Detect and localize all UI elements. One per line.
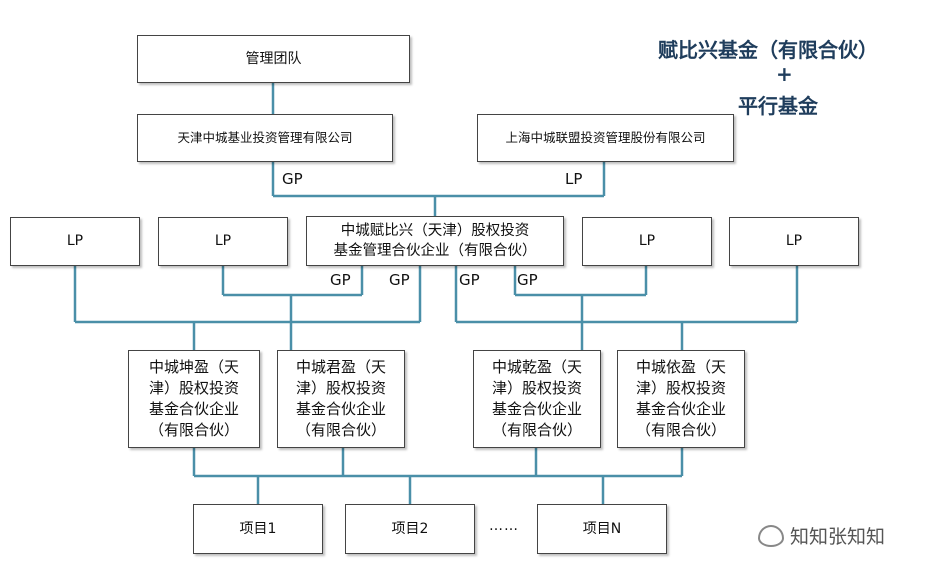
lp-node-2: LP — [158, 217, 288, 266]
edge-label-gp-4: GP — [517, 271, 538, 289]
edge-label-gp-1: GP — [330, 271, 351, 289]
project-n-node: 项目N — [537, 504, 667, 554]
watermark-text: 知知张知知 — [790, 526, 886, 548]
diagram-title-plus: + — [776, 62, 793, 86]
diagram-title-line1: 赋比兴基金（有限合伙） — [658, 38, 878, 62]
management-team-node: 管理团队 — [137, 35, 410, 83]
fund-kunying-node: 中城坤盈（天 津）股权投资 基金合伙企业 （有限合伙） — [128, 350, 260, 448]
project-1-node: 项目1 — [193, 504, 323, 554]
projects-ellipsis: …… — [489, 518, 519, 534]
tianjin-manager-node: 天津中城基业投资管理有限公司 — [137, 114, 393, 162]
chat-bubble-icon — [758, 524, 784, 547]
edge-label-gp-2: GP — [389, 271, 410, 289]
edge-label-gp-tianjin: GP — [282, 170, 303, 188]
gp-entity-node: 中城赋比兴（天津）股权投资 基金管理合伙企业（有限合伙） — [306, 216, 564, 266]
shanghai-manager-node: 上海中城联盟投资管理股份有限公司 — [477, 114, 734, 162]
lp-node-3: LP — [582, 217, 712, 266]
watermark: 知知张知知 — [758, 522, 885, 549]
fund-qianying-node: 中城乾盈（天 津）股权投资 基金合伙企业 （有限合伙） — [473, 350, 601, 448]
project-2-node: 项目2 — [345, 504, 475, 554]
fund-junying-node: 中城君盈（天 津）股权投资 基金合伙企业 （有限合伙） — [277, 350, 405, 448]
edge-label-gp-3: GP — [459, 271, 480, 289]
fund-yiying-node: 中城依盈（天 津）股权投资 基金合伙企业 （有限合伙） — [617, 350, 745, 448]
diagram-title-line3: 平行基金 — [738, 94, 818, 118]
lp-node-4: LP — [729, 217, 859, 266]
lp-node-1: LP — [10, 217, 140, 266]
edge-label-lp-shanghai: LP — [565, 170, 583, 188]
